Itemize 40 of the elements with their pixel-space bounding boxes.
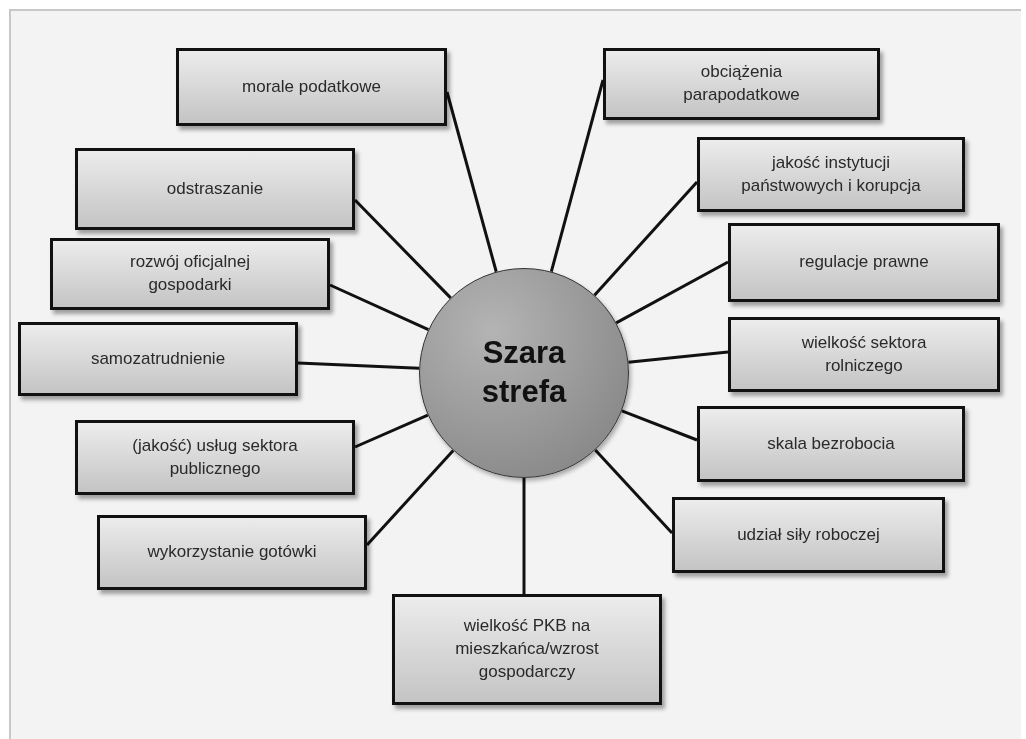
connector-line <box>329 283 429 331</box>
factor-box <box>603 48 880 120</box>
connector-line <box>615 260 729 325</box>
node-text: udział siły roboczej <box>737 523 880 546</box>
factor-box <box>697 406 965 482</box>
connector-line <box>445 91 498 273</box>
factor-box <box>18 322 298 396</box>
connector-line <box>353 198 452 299</box>
node-text: rozwój oficjalnej gospodarki <box>129 251 251 296</box>
factor-box <box>176 48 447 126</box>
node-text: wielkość sektora rolniczego <box>800 331 928 377</box>
node-text: wykorzystanie gotówki <box>147 541 317 564</box>
factor-box <box>50 238 330 310</box>
node-text: regulacje prawne <box>799 251 929 274</box>
factor-box <box>75 148 355 230</box>
node-text: wielkość PKB na mieszkańca/wzrost gospodarczy <box>454 615 600 683</box>
node-text: jakość instytucji państwowych i korupcja <box>740 151 922 197</box>
node-text: skala bezrobocia <box>767 432 895 455</box>
factor-box <box>697 137 965 212</box>
connector-line <box>593 181 699 297</box>
factor-box <box>97 515 367 590</box>
factor-box <box>392 594 662 705</box>
factor-box <box>75 420 355 495</box>
node-text: (jakość) usług sektora publicznego <box>131 434 299 480</box>
connector-line <box>365 449 455 546</box>
connector-line <box>522 478 526 594</box>
node-text: Szara strefa <box>480 334 568 411</box>
factor-box <box>728 223 1000 302</box>
connector-line <box>621 409 698 442</box>
node-text: samozatrudnienie <box>90 347 226 370</box>
connector-line <box>549 79 605 272</box>
node-text: odstraszanie <box>166 177 264 200</box>
factor-box <box>672 497 945 573</box>
connector-line <box>594 449 674 534</box>
connector-line <box>628 350 729 364</box>
connector-line <box>297 361 420 370</box>
node-text: obciążenia parapodatkowe <box>682 61 801 106</box>
connector-line <box>354 413 429 449</box>
factor-box <box>728 317 1000 392</box>
node-text: morale podatkowe <box>242 75 381 98</box>
